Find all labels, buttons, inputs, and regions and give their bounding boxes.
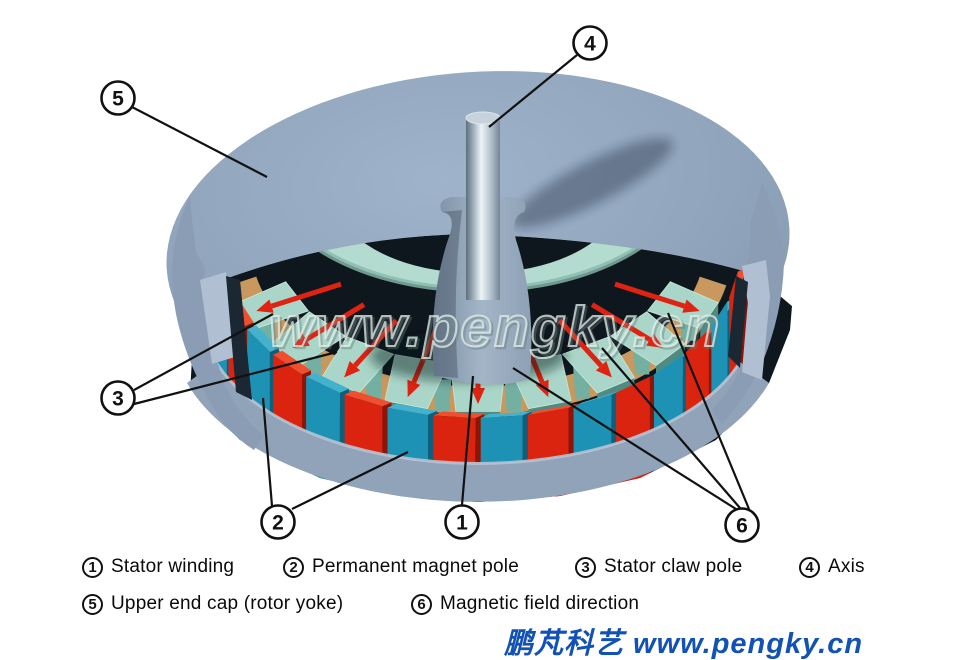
callout-line-4 [488, 54, 578, 128]
field-arrow-head [344, 361, 361, 378]
lower-claw-strip [504, 379, 523, 412]
field-arrow-head [256, 299, 274, 313]
lower-claw-strip [433, 379, 452, 412]
rotor-hub-shade [432, 210, 462, 378]
callout-num-2: 2 [272, 512, 284, 535]
legend-number-1: 1 [82, 556, 103, 578]
left-rim [172, 196, 264, 450]
callout-line-5 [131, 106, 268, 178]
legend-item-6: 6 Magnetic field direction [411, 591, 639, 617]
legend-item-3: 3 Stator claw pole [575, 554, 742, 580]
legend-label-1: Stator winding [111, 556, 235, 577]
callout-line-6 [666, 312, 751, 510]
field-arrow-head [682, 299, 700, 313]
callout-num-1: 1 [456, 512, 468, 535]
callout-line-2 [261, 397, 274, 507]
right-rim [712, 182, 784, 424]
axis-shaft [466, 118, 500, 300]
legend-label-5: Upper end cap (rotor yoke) [111, 593, 344, 614]
legend-number-5: 5 [82, 593, 103, 615]
callout-circle-6 [724, 507, 760, 543]
watermark-text: www.pengky.cn [269, 295, 722, 359]
legend-number-4: 4 [799, 556, 820, 578]
legend-item-1: 1 Stator winding [82, 554, 234, 580]
callout-line-3 [133, 350, 338, 406]
callouts-group: 1 2 3 4 5 6 [100, 25, 760, 543]
magnet-top-red [528, 403, 578, 415]
callout-line-6 [601, 347, 741, 509]
front-rim-lip-inner-edge [214, 361, 742, 465]
watermark-text-shadow: www.pengky.cn [271, 297, 724, 361]
callout-circle-2 [260, 504, 296, 540]
callout-circle-5 [100, 80, 136, 116]
field-arrow-shaft [270, 281, 342, 309]
magnet-top-blue [480, 411, 532, 418]
callout-num-4: 4 [584, 33, 596, 56]
callout-circle-3 [100, 380, 136, 416]
field-arrow-head [595, 361, 612, 378]
legend-label-6: Magnetic field direction [440, 593, 640, 614]
legend-number-6: 6 [411, 593, 432, 615]
field-arrow-head [646, 333, 664, 348]
callout-line-3 [133, 313, 274, 391]
magnet-top-red [433, 411, 485, 418]
field-arrow-shaft [614, 281, 686, 309]
callout-num-6: 6 [736, 515, 748, 538]
callout-num-5: 5 [112, 88, 124, 111]
field-arrow-shaft [304, 302, 366, 342]
callout-circle-1 [444, 504, 480, 540]
legend-label-3: Stator claw pole [604, 556, 743, 577]
legend-item-2: 2 Permanent magnet pole [283, 554, 519, 580]
callout-line-1 [460, 375, 475, 506]
field-arrow-head [292, 333, 310, 348]
legend-item-5: 5 Upper end cap (rotor yoke) [82, 591, 343, 617]
front-rim-lip [187, 362, 769, 502]
field-arrow-shaft [590, 302, 652, 342]
shaft-shadow [511, 138, 673, 228]
callout-line-6 [512, 367, 737, 510]
field-arrow-shaft [353, 318, 399, 368]
callout-num-3: 3 [112, 388, 124, 411]
field-arrow-shaft [557, 318, 603, 368]
field-arrow-head [407, 379, 421, 398]
legend-label-2: Permanent magnet pole [312, 556, 519, 577]
magnet-top-blue [573, 390, 621, 407]
callout-circle-4 [572, 25, 608, 61]
magnet-top-blue [247, 325, 279, 352]
brand-text: 鹏芃科艺 www.pengky.cn [504, 628, 864, 660]
legend-number-3: 3 [575, 556, 596, 578]
legend-number-2: 2 [283, 556, 304, 578]
claw-ring [276, 234, 680, 290]
callout-line-2 [291, 451, 409, 510]
magnet-top-red [344, 390, 392, 407]
legend-item-4: 4 Axis [799, 554, 865, 580]
magnet-top-blue [306, 372, 349, 393]
magnet-top-blue [387, 403, 437, 415]
legend-label-4: Axis [828, 556, 865, 577]
field-arrow-head [471, 388, 485, 404]
